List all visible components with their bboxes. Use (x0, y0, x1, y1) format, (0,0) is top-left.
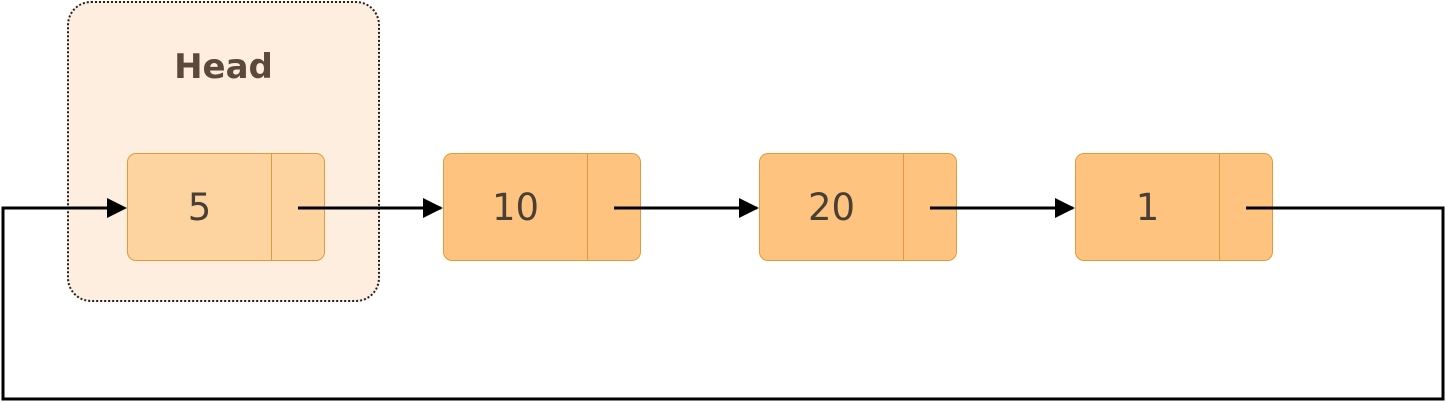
list-node-1: 5 (127, 153, 325, 261)
arrow-node4-back-to-head (1, 206, 1445, 401)
node-value: 1 (1076, 154, 1220, 260)
arrowhead-node4 (1055, 198, 1075, 218)
node-value: 10 (444, 154, 588, 260)
list-node-4: 1 (1075, 153, 1273, 261)
node-value: 20 (760, 154, 904, 260)
list-node-2: 10 (443, 153, 641, 261)
node-value: 5 (128, 154, 272, 260)
arrowhead-node3 (739, 198, 759, 218)
arrowhead-node2 (423, 198, 443, 218)
head-label: Head (174, 47, 273, 87)
list-node-3: 20 (759, 153, 957, 261)
arrowhead-head-node (107, 198, 127, 218)
